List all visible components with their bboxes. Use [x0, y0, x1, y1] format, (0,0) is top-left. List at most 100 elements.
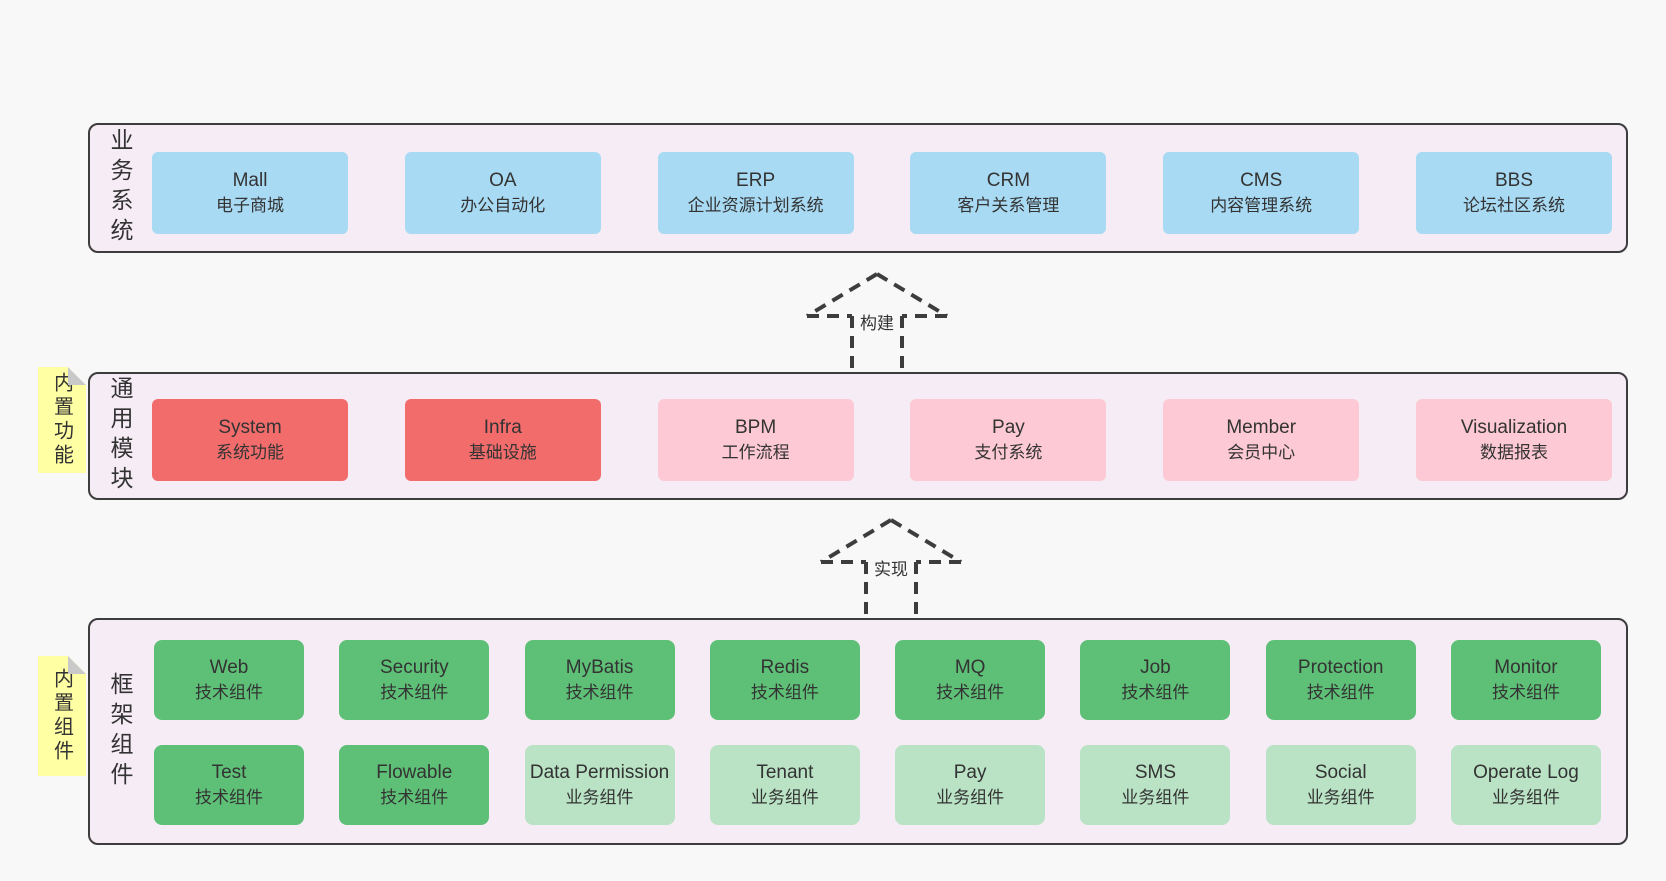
module-title: Member: [1226, 416, 1297, 438]
module-title: BPM: [735, 416, 777, 438]
module-title: ERP: [736, 169, 776, 191]
module-box-oa: OA 办公自动化: [404, 152, 601, 234]
box-row: Web 技术组件 Security 技术组件 MyBatis 技术组件 Redi…: [154, 640, 1601, 720]
component-title: Social: [1314, 761, 1367, 783]
component-box-flowable: Flowable 技术组件: [339, 745, 490, 825]
module-subtitle: 系统功能: [216, 443, 284, 463]
component-box-sms: SMS 业务组件: [1080, 745, 1231, 825]
component-subtitle: 技术组件: [750, 683, 819, 703]
component-box-job: Job 技术组件: [1080, 640, 1231, 720]
sticky-note-text: 内置功能: [50, 372, 73, 468]
module-subtitle: 客户关系管理: [957, 196, 1060, 216]
module-box-system: System 系统功能: [152, 399, 348, 481]
module-subtitle: 工作流程: [721, 443, 790, 463]
dashed-up-arrow-icon: [819, 518, 963, 614]
component-box-mybatis: MyBatis 技术组件: [524, 640, 675, 720]
module-box-bbs: BBS 论坛社区系统: [1415, 152, 1612, 234]
box-row: Test 技术组件 Flowable 技术组件 Data Permission …: [154, 745, 1601, 825]
component-subtitle: 业务组件: [1491, 788, 1560, 808]
component-subtitle: 业务组件: [1121, 788, 1190, 808]
module-subtitle: 数据报表: [1479, 443, 1548, 463]
module-box-pay: Pay 支付系统: [910, 399, 1107, 481]
module-title: Pay: [992, 416, 1025, 438]
module-box-cms: CMS 内容管理系统: [1163, 152, 1360, 234]
band-framework-components: 框架组件 Web 技术组件 Security 技术组件 MyBatis 技术组件…: [88, 618, 1628, 845]
component-subtitle: 技术组件: [195, 788, 263, 808]
component-box-security: Security 技术组件: [339, 640, 490, 720]
component-box-mq: MQ 技术组件: [895, 640, 1046, 720]
component-title: Web: [209, 656, 249, 678]
box-row: Mall 电子商城 OA 办公自动化 ERP 企业资源计划系统 CRM 客户关系…: [152, 152, 1612, 234]
component-box-operate-log: Operate Log 业务组件: [1450, 745, 1601, 825]
module-subtitle: 支付系统: [974, 443, 1043, 463]
component-title: Pay: [953, 761, 987, 783]
component-subtitle: 技术组件: [565, 683, 634, 703]
module-box-infra: Infra 基础设施: [404, 399, 601, 481]
component-subtitle: 技术组件: [380, 683, 449, 703]
component-title: Flowable: [376, 761, 453, 783]
component-box-web: Web 技术组件: [154, 640, 304, 720]
sticky-note-built-in-components: 内置组件: [38, 656, 86, 776]
component-subtitle: 技术组件: [936, 683, 1005, 703]
component-title: SMS: [1134, 761, 1176, 783]
component-box-social: Social 业务组件: [1265, 745, 1416, 825]
component-subtitle: 技术组件: [1121, 683, 1190, 703]
band-common-modules: 通用模块 System 系统功能 Infra 基础设施 BPM 工作流程 Pay…: [88, 372, 1628, 500]
dashed-up-arrow-icon: [805, 272, 949, 368]
module-box-member: Member 会员中心: [1163, 399, 1360, 481]
module-box-crm: CRM 客户关系管理: [910, 152, 1107, 234]
band-label: 业务系统: [107, 128, 133, 248]
component-box-tenant: Tenant 业务组件: [709, 745, 860, 825]
arrow-label: 构建: [857, 308, 897, 335]
component-title: Monitor: [1494, 656, 1558, 678]
module-box-bpm: BPM 工作流程: [657, 399, 854, 481]
module-box-visualization: Visualization 数据报表: [1415, 399, 1612, 481]
component-subtitle: 业务组件: [565, 788, 634, 808]
module-title: BBS: [1494, 169, 1533, 191]
module-subtitle: 办公自动化: [460, 196, 546, 216]
component-subtitle: 技术组件: [195, 683, 263, 703]
component-title: Test: [211, 761, 247, 783]
component-subtitle: 业务组件: [936, 788, 1005, 808]
component-subtitle: 技术组件: [1306, 683, 1375, 703]
module-subtitle: 企业资源计划系统: [687, 196, 824, 216]
module-title: Infra: [483, 416, 522, 438]
component-subtitle: 业务组件: [1306, 788, 1375, 808]
sticky-note-built-in-functions: 内置功能: [38, 367, 86, 473]
module-subtitle: 论坛社区系统: [1462, 196, 1565, 216]
component-title: Protection: [1297, 656, 1384, 678]
module-title: CRM: [986, 169, 1031, 191]
up-arrow-build: 构建: [803, 270, 951, 368]
module-box-mall: Mall 电子商城: [152, 152, 348, 234]
sticky-note-text: 内置组件: [50, 668, 73, 764]
component-title: Security: [379, 656, 449, 678]
module-title: OA: [489, 169, 517, 191]
module-title: Mall: [232, 169, 268, 191]
module-subtitle: 电子商城: [216, 196, 284, 216]
component-subtitle: 技术组件: [380, 788, 449, 808]
component-title: MQ: [954, 656, 986, 678]
component-box-protection: Protection 技术组件: [1265, 640, 1416, 720]
module-title: System: [218, 416, 282, 438]
component-box-redis: Redis 技术组件: [709, 640, 860, 720]
arrow-label: 实现: [871, 554, 911, 581]
component-subtitle: 技术组件: [1491, 683, 1560, 703]
module-title: Visualization: [1460, 416, 1568, 438]
component-title: Operate Log: [1473, 761, 1579, 783]
component-box-pay: Pay 业务组件: [895, 745, 1046, 825]
module-subtitle: 基础设施: [468, 443, 537, 463]
band-label: 框架组件: [107, 671, 133, 792]
component-box-monitor: Monitor 技术组件: [1450, 640, 1601, 720]
module-box-erp: ERP 企业资源计划系统: [657, 152, 854, 234]
component-subtitle: 业务组件: [750, 788, 819, 808]
module-subtitle: 内容管理系统: [1210, 196, 1313, 216]
module-title: CMS: [1240, 169, 1283, 191]
component-title: Job: [1140, 656, 1171, 678]
module-subtitle: 会员中心: [1227, 443, 1296, 463]
component-title: Tenant: [756, 761, 814, 783]
band-label: 通用模块: [107, 376, 133, 496]
band-business-systems: 业务系统 Mall 电子商城 OA 办公自动化 ERP 企业资源计划系统 CRM…: [88, 123, 1628, 253]
up-arrow-implement: 实现: [817, 516, 965, 614]
component-title: MyBatis: [565, 656, 634, 678]
component-box-data-permission: Data Permission 业务组件: [524, 745, 675, 825]
